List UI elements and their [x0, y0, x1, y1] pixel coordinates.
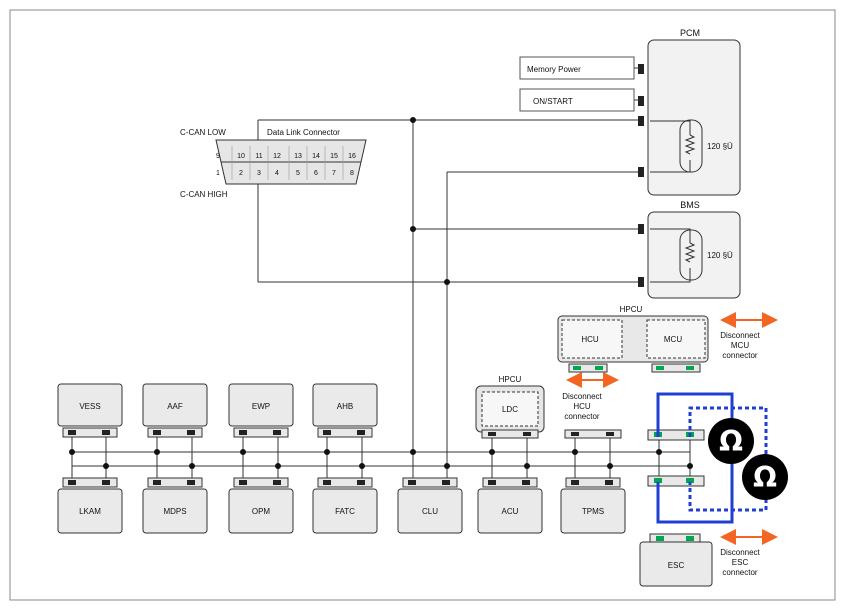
mcu-label: MCU [664, 335, 682, 344]
resistor-icon [679, 119, 703, 173]
module-vess: VESS [57, 383, 123, 438]
dlc-pin-label: 16 [348, 153, 356, 160]
ohm-symbol-2: Ω [753, 461, 777, 494]
hpcu-title: HPCU [620, 305, 643, 314]
dlc-pin-label: 12 [273, 153, 281, 160]
bms-module: BMS 120 §Ü [638, 200, 741, 299]
ohmmeter-icon [708, 418, 754, 464]
module-label: FATC [335, 507, 355, 516]
module-tpms: TPMS [560, 477, 626, 534]
diagram-frame [9, 9, 836, 601]
dlc-pin-label: 6 [314, 170, 318, 177]
module-mdps: MDPS [142, 477, 208, 534]
disconnect-esc-3: connector [722, 568, 757, 577]
dlc-pin-label: 9 [216, 153, 220, 160]
disconnect-hcu-2: HCU [573, 402, 591, 411]
dlc-pin-label: 10 [237, 153, 245, 160]
dlc-pin-label: 5 [296, 170, 300, 177]
disconnect-hcu-1: Disconnect [562, 392, 602, 401]
module-label: OPM [252, 507, 271, 516]
disconnect-hcu-3: connector [564, 412, 599, 421]
disconnect-mcu-2: MCU [731, 341, 749, 350]
module-label: AHB [337, 402, 353, 411]
module-aaf: AAF [142, 383, 208, 438]
module-fatc: FATC [312, 477, 378, 534]
dlc-pin-label: 15 [330, 153, 338, 160]
module-label: AAF [167, 402, 183, 411]
can-bus-wiring [71, 119, 691, 480]
ohmmeter-icon [742, 454, 788, 500]
pcm-resistor-value: 120 §Ü [707, 142, 733, 151]
dlc-pin-label: 14 [312, 153, 320, 160]
bms-title: BMS [680, 200, 700, 210]
disconnect-esc-2: ESC [732, 558, 749, 567]
c-can-high-label: C-CAN HIGH [180, 190, 228, 199]
esc-module: ESC [639, 533, 713, 587]
hcu-label: HCU [581, 335, 599, 344]
pcm-module: PCM 120 §Ü [638, 28, 741, 196]
dlc-pin-label: 7 [332, 170, 336, 177]
bus-connectors [481, 429, 705, 487]
module-acu: ACU [477, 477, 543, 534]
module-ahb: AHB [312, 383, 378, 438]
memory-power-label: Memory Power [527, 65, 581, 74]
module-label: MDPS [163, 507, 186, 516]
module-label: VESS [79, 402, 100, 411]
module-label: TPMS [582, 507, 604, 516]
ohm-symbol-1: Ω [719, 425, 743, 458]
dlc-pin-label: 3 [257, 170, 261, 177]
disconnect-esc-1: Disconnect [720, 548, 760, 557]
module-label: ACU [502, 507, 519, 516]
on-start-label: ON/START [533, 97, 573, 106]
esc-label: ESC [668, 561, 685, 570]
module-label: LKAM [79, 507, 101, 516]
dlc-title: Data Link Connector [267, 128, 340, 137]
hpcu-ldc-title: HPCU [499, 375, 522, 384]
disconnect-mcu-1: Disconnect [720, 331, 760, 340]
dlc-pin-label: 13 [294, 153, 302, 160]
resistor-icon [679, 229, 703, 281]
pcm-title: PCM [680, 28, 700, 38]
dlc-pin-label: 11 [255, 153, 262, 160]
module-clu: CLU [397, 477, 463, 534]
hpcu-ldc: HPCU LDC [475, 375, 545, 433]
ohmmeter-probes: Ω Ω [656, 392, 788, 524]
module-label: EWP [252, 402, 270, 411]
module-lkam: LKAM [57, 477, 123, 534]
disconnect-mcu-3: connector [722, 351, 757, 360]
top-modules: VESS AAF EWP AHB [57, 383, 378, 438]
dlc-pin-label: 8 [350, 170, 354, 177]
bottom-modules: LKAM MDPS OPM FATC CLU ACU TPMS [57, 477, 626, 534]
hpcu-hcu-mcu: HPCU HCU MCU [557, 305, 709, 373]
dlc-pin-label: 2 [239, 170, 243, 177]
ldc-label: LDC [502, 405, 518, 414]
dlc-pin-label: 4 [275, 170, 279, 177]
c-can-low-label: C-CAN LOW [180, 128, 226, 137]
module-label: CLU [422, 507, 438, 516]
dlc-pin-label: 1 [216, 170, 220, 177]
module-opm: OPM [228, 477, 294, 534]
module-ewp: EWP [228, 383, 294, 438]
bms-resistor-value: 120 §Ü [707, 251, 733, 260]
